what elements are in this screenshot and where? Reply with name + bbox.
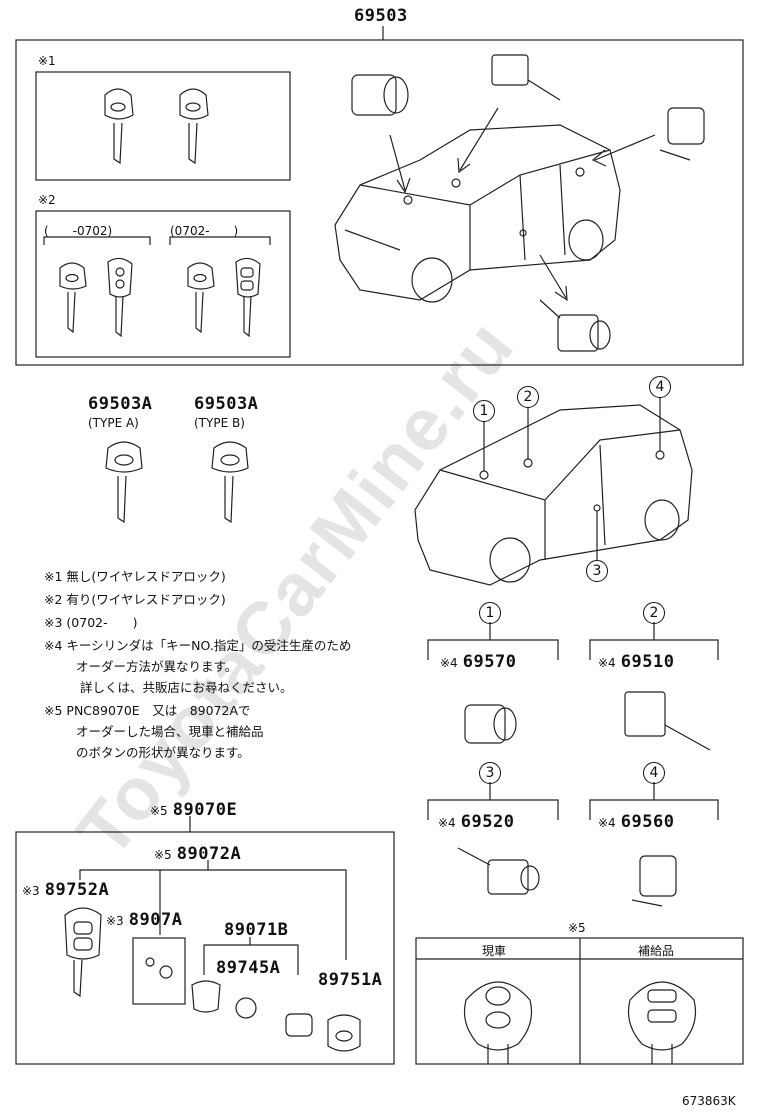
fob-compare-icon (463, 981, 697, 1064)
key-icon (59, 257, 261, 338)
compare-mark: ※5 (568, 921, 586, 935)
note-mark: ※5 (44, 703, 63, 718)
cylinder-icon (351, 54, 705, 352)
type-a-label: (TYPE A) (88, 416, 139, 430)
key-icon (104, 88, 209, 165)
transmitter-top-label: ※5 89070E (150, 800, 238, 820)
cylinder-4-label: ※4 69560 (598, 812, 675, 832)
battery-label: 89745A (216, 958, 281, 978)
note-mark: ※4 (44, 638, 63, 653)
note-row: ※5 PNC89070E 又は 89072Aで (44, 700, 351, 721)
cylinder-3-number: 3 (479, 762, 501, 784)
note-text: 詳しくは、共販店にお尋ねください。 (80, 680, 293, 695)
note-row: ※3 (0702- ) (44, 612, 351, 635)
board-label: ※3 8907A (106, 910, 183, 930)
note-text: キーシリンダは「キーNO.指定」の受注生産のため (66, 638, 352, 653)
cylinder-4-number: 4 (643, 762, 665, 784)
notes-list: ※1 無し(ワイヤレスドアロック) ※2 有り(ワイヤレスドアロック) ※3 (… (44, 566, 351, 763)
cover-label: 89751A (318, 970, 383, 990)
type-b-label: (TYPE B) (194, 416, 245, 430)
group2-range-right: (0702- ) (170, 224, 239, 238)
note-mark: ※1 (44, 569, 63, 584)
type-b-part-number: 69503A (194, 394, 259, 414)
car-illustration-middle (414, 398, 693, 586)
figure-id: 673863K (682, 1094, 736, 1108)
transmitter-parts (64, 907, 361, 1052)
top-assembly-part-number: 69503 (354, 6, 408, 26)
note-text: PNC89070E 又は 89072Aで (66, 703, 251, 718)
case-label: 89071B (224, 920, 289, 940)
note-row: オーダーした場合、現車と補給品 (44, 721, 351, 742)
callout-4: 4 (649, 376, 671, 398)
note-row: オーダー方法が異なります。 (44, 656, 351, 677)
group2-mark: ※2 (38, 193, 56, 207)
transmitter-sub-label: ※5 89072A (154, 844, 242, 864)
cylinder-2-label: ※4 69510 (598, 652, 675, 672)
cylinder-3-label: ※4 69520 (438, 812, 515, 832)
note-row: ※1 無し(ワイヤレスドアロック) (44, 566, 351, 589)
note-row: 詳しくは、共販店にお尋ねください。 (44, 677, 351, 700)
note-mark: ※3 (44, 615, 63, 630)
cylinder-icon (457, 691, 711, 907)
note-row: ※4 キーシリンダは「キーNO.指定」の受注生産のため (44, 635, 351, 656)
key-icon (105, 441, 249, 524)
note-row: のボタンの形状が異なります。 (44, 742, 351, 763)
group2-range-left: ( -0702) (44, 224, 113, 238)
car-illustration-top (334, 107, 656, 303)
note-row: ※2 有り(ワイヤレスドアロック) (44, 589, 351, 612)
callout-2: 2 (517, 386, 539, 408)
group1-mark: ※1 (38, 54, 56, 68)
cylinder-2-number: 2 (643, 602, 665, 624)
callout-1: 1 (473, 400, 495, 422)
key-blank-label: ※3 89752A (22, 880, 110, 900)
note-mark: ※2 (44, 592, 63, 607)
cylinder-1-number: 1 (479, 602, 501, 624)
callout-3: 3 (586, 560, 608, 582)
note-text: 無し(ワイヤレスドアロック) (66, 569, 226, 584)
note-text: オーダー方法が異なります。 (76, 659, 238, 674)
note-text: オーダーした場合、現車と補給品 (76, 724, 264, 739)
note-text: のボタンの形状が異なります。 (76, 745, 250, 760)
note-text: 有り(ワイヤレスドアロック) (66, 592, 226, 607)
compare-right-header: 補給品 (638, 944, 675, 958)
note-text: (0702- ) (66, 615, 138, 630)
compare-left-header: 現車 (482, 944, 507, 958)
type-a-part-number: 69503A (88, 394, 153, 414)
cylinder-1-label: ※4 69570 (440, 652, 517, 672)
